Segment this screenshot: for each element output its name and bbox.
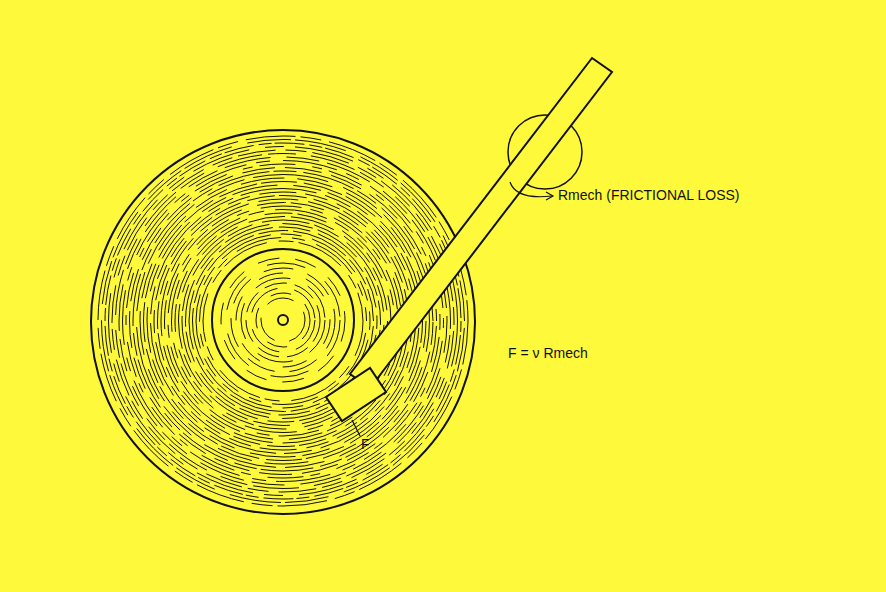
groove <box>256 293 310 347</box>
groove <box>261 298 305 342</box>
record-label <box>212 249 354 391</box>
label-grooves <box>221 258 345 382</box>
groove <box>147 185 419 457</box>
leader-arrowhead <box>546 192 553 200</box>
groove <box>196 234 370 408</box>
groove <box>158 196 409 447</box>
groove <box>200 238 367 405</box>
groove <box>168 206 398 436</box>
groove <box>165 203 402 440</box>
groove <box>172 210 395 433</box>
groove <box>203 241 363 401</box>
tonearm <box>350 58 612 388</box>
groove <box>151 189 416 454</box>
headshell <box>326 368 386 421</box>
force-leader <box>352 420 360 436</box>
groove <box>236 273 330 367</box>
groove <box>137 175 430 468</box>
force-label: F <box>361 437 370 451</box>
groove <box>144 182 423 461</box>
groove <box>221 258 345 382</box>
friction-label: Rmech (FRICTIONAL LOSS) <box>558 188 740 202</box>
groove <box>241 278 325 362</box>
groove <box>140 178 426 464</box>
leader-line <box>510 182 552 197</box>
groove <box>179 217 388 426</box>
spindle-hole <box>278 315 288 325</box>
groove <box>251 288 315 352</box>
groove <box>175 213 391 429</box>
groove <box>133 171 433 471</box>
groove <box>154 192 412 450</box>
groove <box>226 263 340 377</box>
force-equation: F = ν Rmech <box>508 346 588 360</box>
groove <box>161 199 405 443</box>
groove <box>246 283 320 357</box>
groove <box>231 268 335 372</box>
